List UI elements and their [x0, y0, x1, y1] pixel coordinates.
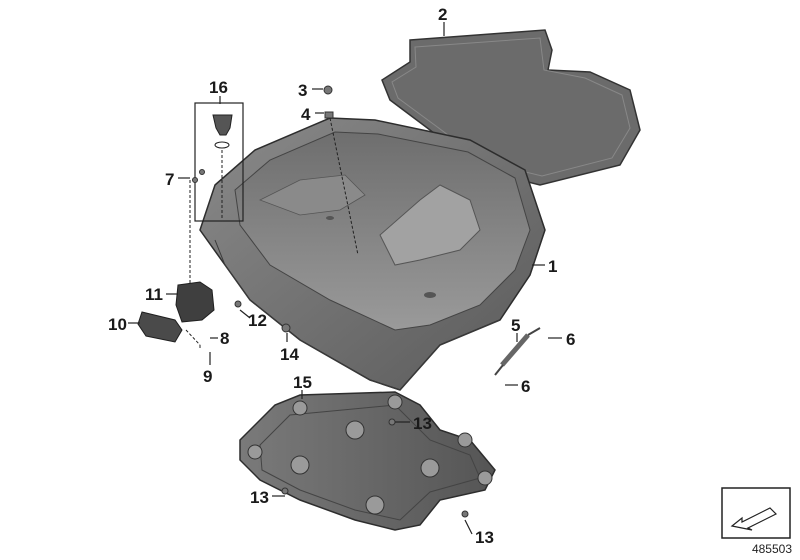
callout-11: 11 [145, 285, 163, 304]
callout-1: 1 [548, 257, 557, 276]
callout-2: 2 [438, 5, 447, 24]
callout-6-top: 6 [566, 330, 575, 349]
callout-5: 5 [511, 316, 520, 335]
callout-15: 15 [293, 373, 312, 392]
callout-13-right: 13 [475, 528, 494, 547]
callout-14: 14 [280, 345, 299, 364]
floor-mat [381, 29, 641, 186]
diagram-id-number: 485503 [751, 542, 792, 556]
leader-lines [128, 22, 562, 535]
storage-tub [199, 117, 546, 391]
callout-10: 10 [108, 315, 127, 334]
callout-9: 9 [203, 367, 212, 386]
callout-labels: 2 1 3 4 16 7 11 10 8 9 12 14 5 6 6 15 13… [108, 5, 575, 547]
base-plate [239, 391, 496, 531]
callout-12: 12 [248, 311, 267, 330]
part-16-detail-box [194, 102, 244, 222]
orientation-arrow-box [721, 487, 791, 539]
callout-4: 4 [301, 105, 311, 124]
callout-7: 7 [165, 170, 174, 189]
callout-16: 16 [209, 78, 228, 97]
callout-13-left: 13 [250, 488, 269, 507]
lock-assembly [137, 281, 215, 343]
fasteners [192, 85, 469, 518]
alignment-lines [185, 117, 359, 350]
callout-3: 3 [298, 81, 307, 100]
callout-8: 8 [220, 329, 229, 348]
callout-6-bottom: 6 [521, 377, 530, 396]
gas-strut [494, 327, 541, 376]
callout-13-middle: 13 [413, 414, 432, 433]
